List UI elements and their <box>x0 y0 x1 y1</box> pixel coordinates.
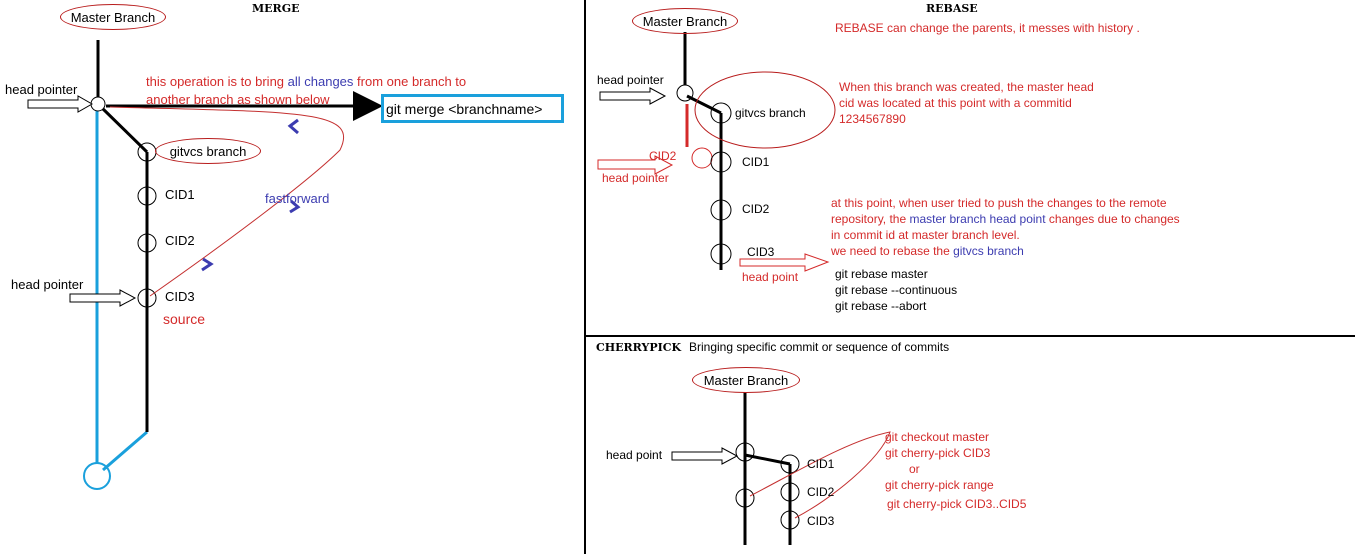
merge-cyan-commit-circle <box>83 462 111 490</box>
merge-cid2-label: CID2 <box>165 233 195 248</box>
rebase-heading: REBASE <box>926 2 978 15</box>
merge-description-line1: this operation is to bring all changes f… <box>146 74 466 90</box>
cherry-head-point-label: head point <box>606 448 663 462</box>
rebase-master-branch-label: Master Branch <box>632 8 738 34</box>
rebase-command-1: git rebase master <box>835 267 928 281</box>
rebase-branch-oval <box>694 71 836 149</box>
cherry-head-circle <box>735 442 755 462</box>
rebase-head-arrow <box>599 87 667 105</box>
rebase-created-note-line3: 1234567890 <box>839 112 906 126</box>
rebase-branch-diagonal <box>686 94 722 115</box>
rebase-cid2-circle <box>691 147 713 169</box>
merge-branch-label: gitvcs branch <box>155 138 261 164</box>
merge-cid1-circle <box>137 186 157 206</box>
merge-cid1-label: CID1 <box>165 187 195 202</box>
rebase-red-head-arrow <box>597 155 674 175</box>
cherry-branch-diagonal <box>744 453 791 466</box>
merge-master-branch-label: Master Branch <box>60 4 166 30</box>
cherry-pick-curve <box>749 431 891 519</box>
cherry-heading: CHERRYPICK <box>596 341 682 354</box>
rebase-created-note-line2: cid was located at this point with a com… <box>839 96 1072 110</box>
cherry-cid3-label: CID3 <box>807 514 835 528</box>
merge-chevron-3 <box>287 118 299 135</box>
cherry-subtitle: Bringing specific commit or sequence of … <box>689 340 950 354</box>
rebase-push-note-line2: repository, the master branch head point… <box>831 212 1180 226</box>
cherry-new-commit-circle <box>735 488 755 508</box>
rebase-branch-circle <box>710 102 732 124</box>
merge-description-line2: another branch as shown below <box>146 92 330 107</box>
rebase-push-note-line2-b: master branch head point <box>909 212 1046 226</box>
cherry-cid1-circle <box>780 454 800 474</box>
cherry-command-1: git checkout master <box>885 430 990 444</box>
cherry-cid1-label: CID1 <box>807 457 835 471</box>
merge-cyan-diagonal <box>102 430 148 472</box>
rebase-head-point-label: head point <box>742 270 799 284</box>
merge-head-pointer-label-2: head pointer <box>11 277 84 292</box>
rebase-cid1-label: CID1 <box>742 155 770 169</box>
cherry-cid3-circle <box>780 510 800 530</box>
rebase-cid2-label: CID2 <box>649 149 677 163</box>
merge-desc-part1: this operation is to bring <box>146 74 288 89</box>
merge-head-circle <box>90 96 106 112</box>
rebase-push-note-line4-a: we need to rebase the <box>831 244 954 258</box>
rebase-command-2: git rebase --continuous <box>835 283 958 297</box>
merge-fastforward-label: fastforward <box>265 191 330 206</box>
rebase-cid3-label: CID3 <box>747 245 775 259</box>
rebase-push-note-line2-c: changes due to changes <box>1045 212 1180 226</box>
cherry-head-arrow <box>671 447 739 465</box>
rebase-push-note-line3: in commit id at master branch level. <box>831 228 1020 242</box>
rebase-cid3-circle <box>710 243 732 265</box>
merge-branch-diagonal <box>98 104 149 154</box>
merge-head-pointer-label-1: head pointer <box>5 82 78 97</box>
rebase-cid2-branch-circle <box>710 199 732 221</box>
rebase-head-pointer-label: head pointer <box>597 73 664 87</box>
rebase-branch-label: gitvcs branch <box>735 106 806 120</box>
cherry-command-4: git cherry-pick CID3..CID5 <box>887 497 1027 511</box>
cherry-cid2-label: CID2 <box>807 485 835 499</box>
cherry-command-3: git cherry-pick range <box>885 478 994 492</box>
cherry-cid2-circle <box>780 482 800 502</box>
merge-source-label: source <box>163 311 206 327</box>
cherry-command-2: git cherry-pick CID3 <box>885 446 991 460</box>
merge-head-arrow-1 <box>27 95 94 113</box>
merge-fastforward-curve <box>109 106 345 297</box>
merge-heading: MERGE <box>252 2 300 15</box>
merge-command-box: git merge <branchname> <box>381 94 564 123</box>
merge-chevron-1 <box>201 257 214 272</box>
merge-desc-highlight: all changes <box>287 74 354 89</box>
rebase-cid3-head-arrow <box>739 253 830 272</box>
rebase-command-3: git rebase --abort <box>835 299 927 313</box>
merge-desc-part2: from one branch to <box>353 74 467 89</box>
rebase-created-note-line1: When this branch was created, the master… <box>839 80 1094 94</box>
merge-cid3-circle <box>137 288 157 308</box>
rebase-cid2-branch-label: CID2 <box>742 202 770 216</box>
rebase-push-note-line4-b: gitvcs branch <box>953 244 1024 258</box>
cherry-master-branch-label: Master Branch <box>692 367 800 393</box>
merge-chevron-2 <box>289 199 301 214</box>
rebase-note: REBASE can change the parents, it messes… <box>835 21 1140 35</box>
rebase-cid1-circle <box>710 151 732 173</box>
rebase-red-head-pointer-label: head pointer <box>602 171 669 185</box>
cherry-command-or: or <box>909 462 920 476</box>
merge-cid3-label: CID3 <box>165 289 195 304</box>
merge-head-arrow-2 <box>69 289 137 307</box>
rebase-push-note-line2-a: repository, the <box>831 212 910 226</box>
merge-cid2-circle <box>137 233 157 253</box>
rebase-push-note-line1: at this point, when user tried to push t… <box>831 196 1167 210</box>
rebase-push-note-line4: we need to rebase the gitvcs branch <box>831 244 1024 258</box>
